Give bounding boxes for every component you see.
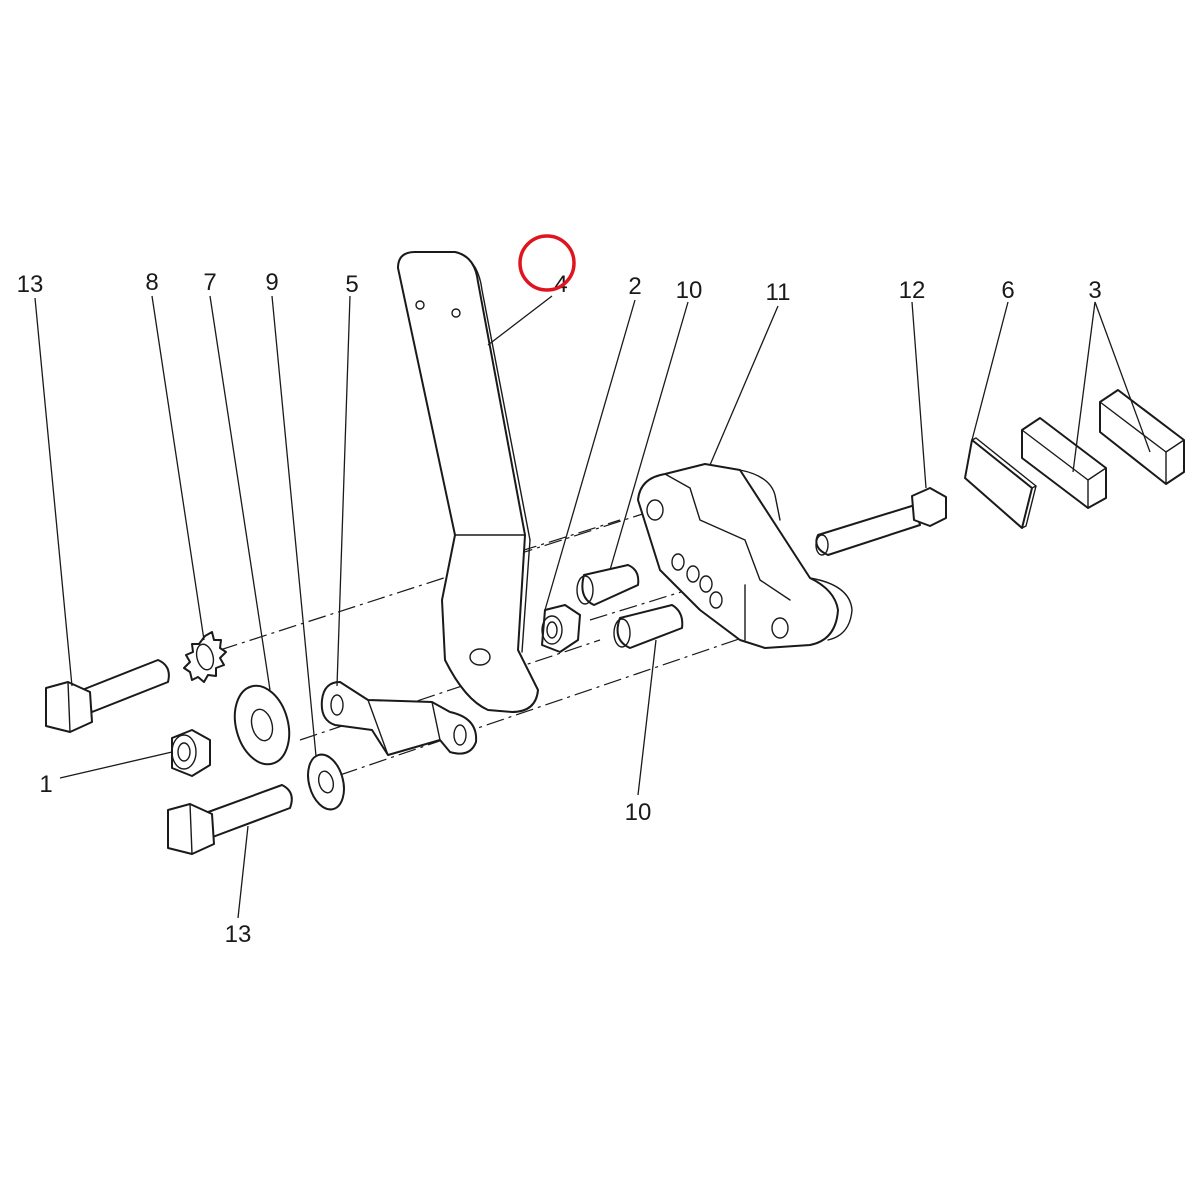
pedal-arm-part-4 (397, 251, 539, 713)
callout-7: 7 (203, 269, 216, 296)
pad-part-6 (964, 437, 1037, 529)
callout-12: 12 (899, 277, 926, 304)
plate-part-5 (320, 681, 478, 756)
stud-bolt-part-12 (815, 487, 947, 556)
pin-upper-part-10 (576, 564, 640, 606)
washer-large-part-7 (233, 684, 291, 766)
pin-lower-part-10 (613, 604, 684, 649)
callout-labels: 13 8 7 9 5 4 2 10 11 12 6 3 1 10 13 (17, 269, 1102, 948)
bolt-lower-part-13 (167, 784, 293, 855)
bracket-part-11 (637, 463, 853, 649)
callout-11: 11 (766, 279, 791, 306)
callout-1: 1 (39, 771, 52, 798)
callout-3: 3 (1088, 277, 1101, 304)
callout-10-top: 10 (676, 277, 703, 304)
assembly-axis-lines (219, 509, 781, 776)
block-right-part-3 (1099, 389, 1185, 485)
leader-lines (34, 295, 1151, 919)
callout-9: 9 (265, 269, 278, 296)
callout-6: 6 (1001, 277, 1014, 304)
callout-10-bottom: 10 (625, 799, 652, 826)
block-left-part-3 (1021, 417, 1107, 509)
callout-13-bottom: 13 (225, 921, 252, 948)
callout-8: 8 (145, 269, 158, 296)
callout-5: 5 (345, 271, 358, 298)
locknut-part-1 (171, 729, 211, 777)
washer-small-part-9 (307, 753, 345, 811)
highlight-circle (518, 234, 576, 292)
nut-part-2 (541, 604, 581, 653)
callout-2: 2 (628, 273, 641, 300)
callout-13-top: 13 (17, 271, 44, 298)
lock-washer-part-8 (183, 631, 227, 683)
bolt-upper-part-13 (45, 659, 170, 733)
